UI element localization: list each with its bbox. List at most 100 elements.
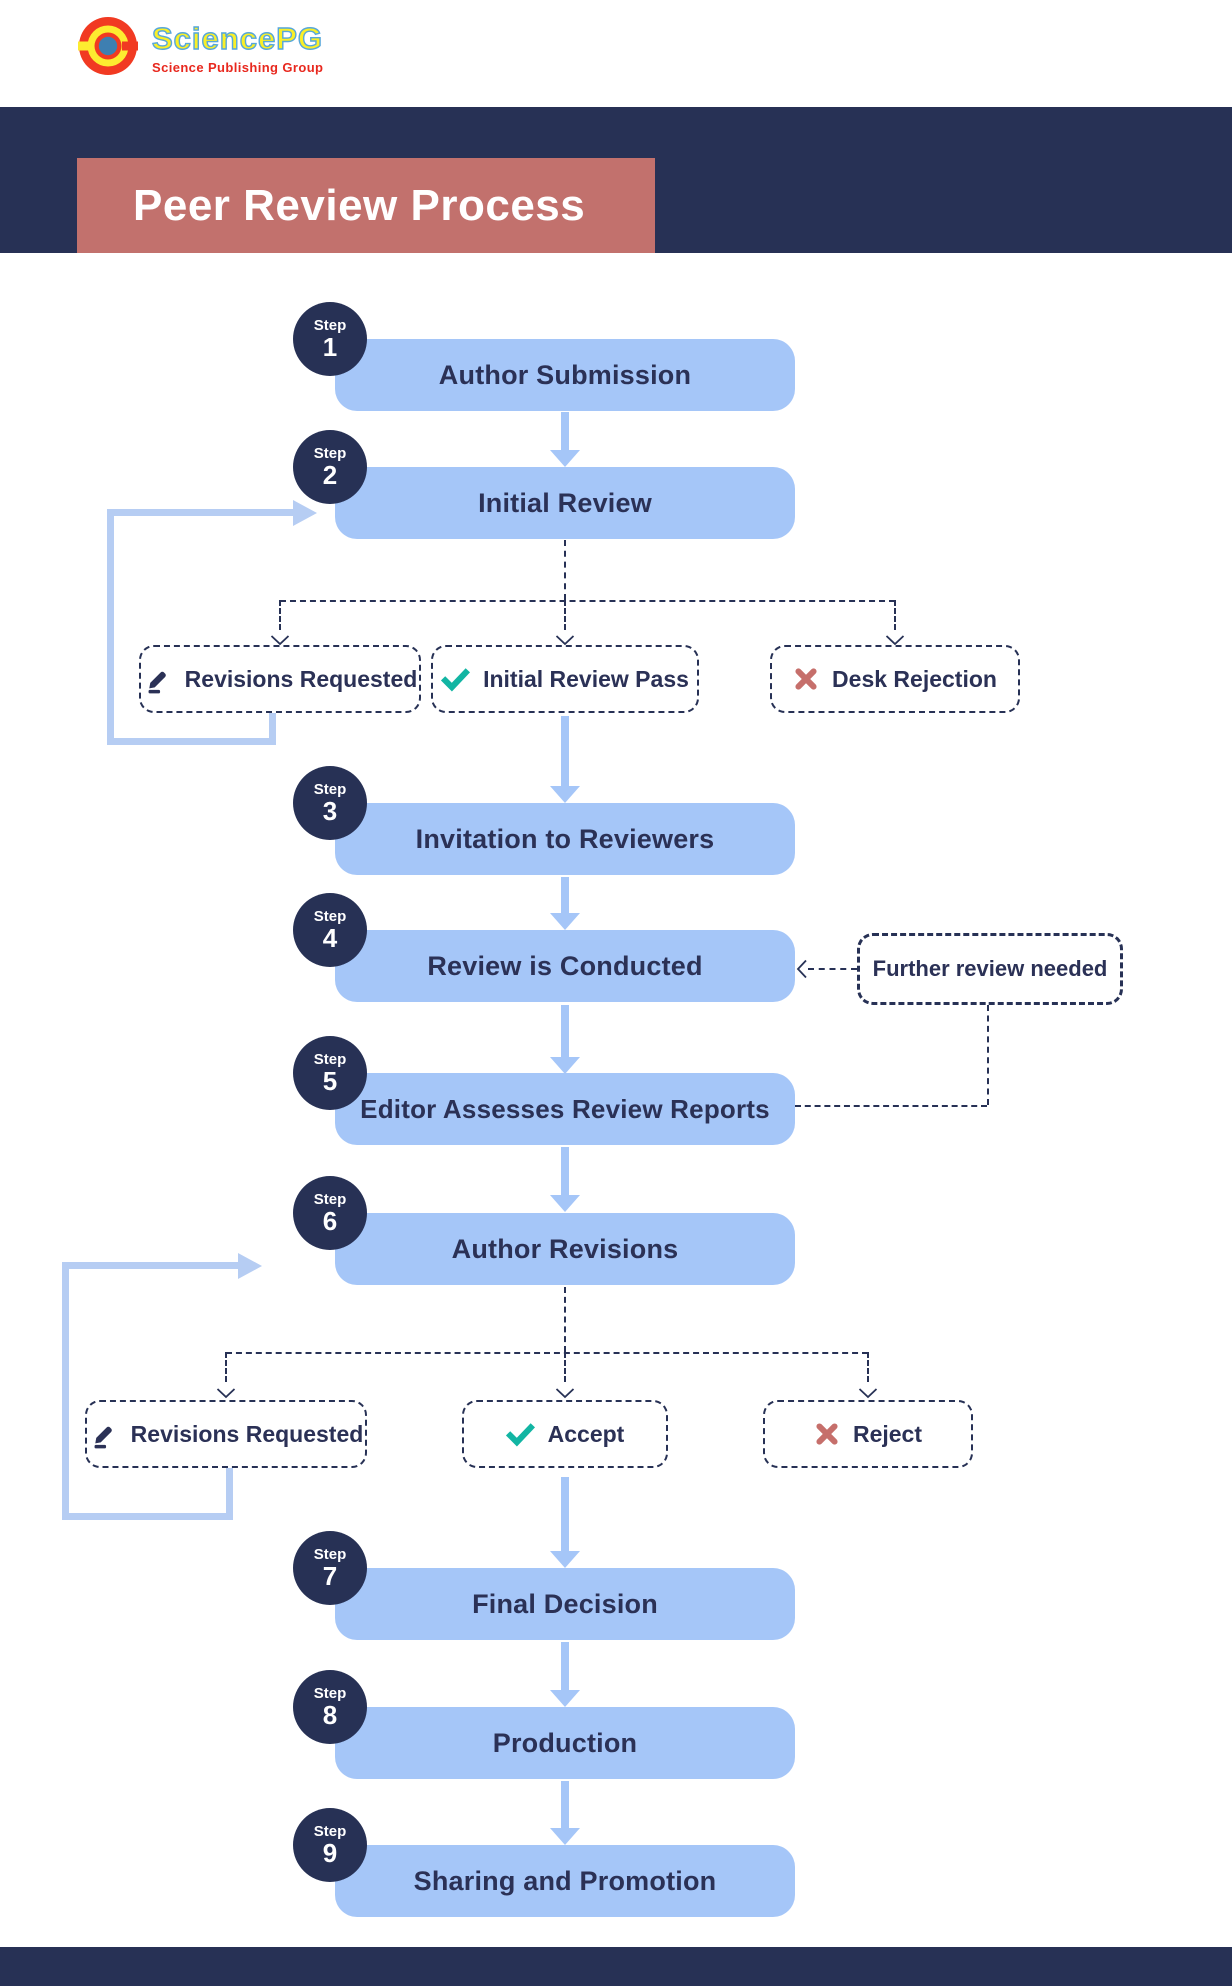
- step-2-number: 2: [322, 459, 338, 490]
- step-9-badge: Step 9: [293, 1808, 367, 1882]
- chevron-down-icon: [555, 1386, 575, 1404]
- outcome-label: Reject: [852, 1420, 923, 1447]
- step-1-badge-word: Step: [313, 316, 347, 334]
- pencil-icon: [143, 665, 172, 694]
- step-3-box: Invitation to Reviewers: [335, 803, 795, 875]
- outcome-accept: Accept: [462, 1400, 668, 1468]
- feedback-loop-2-drop: [226, 1468, 233, 1520]
- connector-note-drop: [987, 1005, 989, 1105]
- x-icon: [793, 666, 819, 692]
- feedback-loop-1-vertical: [107, 509, 114, 745]
- arrow-step8-step9: [561, 1781, 569, 1828]
- note-label: Further review needed: [872, 956, 1108, 981]
- step-8-badge: Step 8: [293, 1670, 367, 1744]
- step-9-box: Sharing and Promotion: [335, 1845, 795, 1917]
- header-bar: SciencePG Science Publishing Group: [0, 0, 1232, 107]
- arrowhead-step5-step6: [550, 1195, 580, 1212]
- step-3-label: Invitation to Reviewers: [415, 823, 715, 854]
- arrow-accept-step7: [561, 1477, 569, 1551]
- arrowhead-step1-step2: [550, 450, 580, 467]
- outcome-reject: Reject: [763, 1400, 973, 1468]
- step-7-badge-word: Step: [313, 1545, 347, 1563]
- arrow-step7-step8: [561, 1642, 569, 1690]
- arrowhead-step7-step8: [550, 1690, 580, 1707]
- arrow-step3-step4: [561, 877, 569, 913]
- x-icon: [814, 1421, 840, 1447]
- step-8-label: Production: [492, 1727, 638, 1758]
- feedback-loop-2-arrowhead: [238, 1253, 262, 1279]
- connector-split1-bar: [280, 600, 895, 602]
- step-2-label: Initial Review: [478, 487, 652, 518]
- connector-split2-drop-left: [225, 1352, 227, 1382]
- step-2-badge-word: Step: [313, 444, 347, 462]
- step-2-badge: Step 2: [293, 430, 367, 504]
- step-8-number: 8: [322, 1699, 338, 1730]
- title-banner: Peer Review Process: [0, 107, 1232, 253]
- step-5-label: Editor Assesses Review Reports: [360, 1093, 770, 1124]
- feedback-loop-1-bottom: [114, 738, 276, 745]
- arrow-step4-step5: [561, 1005, 569, 1057]
- step-7-number: 7: [322, 1560, 338, 1591]
- step-6-badge: Step 6: [293, 1176, 367, 1250]
- step-1-label: Author Submission: [438, 359, 692, 390]
- sciencepg-logo-icon: [78, 16, 138, 81]
- step-1-badge: Step 1: [293, 302, 367, 376]
- footer-bar: [0, 1947, 1232, 1986]
- connector-split2-bar: [226, 1352, 868, 1354]
- outcome-revisions-requested-1: Revisions Requested: [139, 645, 421, 713]
- connector-split1-drop-left: [279, 600, 281, 630]
- connector-split2-stem: [564, 1287, 566, 1352]
- connector-split2-drop-mid: [564, 1352, 566, 1382]
- connector-split1-drop-right: [894, 600, 896, 630]
- feedback-loop-1-arrowhead: [293, 500, 317, 526]
- step-9-label: Sharing and Promotion: [413, 1865, 717, 1896]
- arrow-step5-step6: [561, 1147, 569, 1195]
- step-5-number: 5: [322, 1065, 338, 1096]
- feedback-loop-2-vertical: [62, 1262, 69, 1520]
- sciencepg-logo: SciencePG Science Publishing Group: [78, 16, 323, 81]
- step-3-badge-word: Step: [313, 780, 347, 798]
- logo-tagline: Science Publishing Group: [152, 60, 324, 75]
- outcome-label: Revisions Requested: [184, 665, 418, 692]
- arrow-pass-step3: [561, 716, 569, 786]
- chevron-down-icon: [858, 1386, 878, 1404]
- chevron-down-icon: [885, 633, 905, 651]
- outcome-desk-rejection: Desk Rejection: [770, 645, 1020, 713]
- step-9-badge-word: Step: [313, 1822, 347, 1840]
- step-7-label: Final Decision: [472, 1588, 658, 1619]
- step-4-box: Review is Conducted: [335, 930, 795, 1002]
- connector-step5-to-note: [795, 1105, 987, 1107]
- step-7-badge: Step 7: [293, 1531, 367, 1605]
- page-title: Peer Review Process: [133, 180, 586, 230]
- step-6-box: Author Revisions: [335, 1213, 795, 1285]
- arrowhead-step3-step4: [550, 913, 580, 930]
- step-4-label: Review is Conducted: [427, 950, 703, 981]
- chevron-down-icon: [216, 1386, 236, 1404]
- outcome-label: Revisions Requested: [130, 1420, 364, 1447]
- step-6-label: Author Revisions: [451, 1233, 679, 1264]
- arrow-step1-step2: [561, 412, 569, 450]
- step-1-box: Author Submission: [335, 339, 795, 411]
- arrowhead-accept-step7: [550, 1551, 580, 1568]
- chevron-down-icon: [555, 633, 575, 651]
- connector-split2-drop-right: [867, 1352, 869, 1382]
- connector-split1-stem: [564, 540, 566, 600]
- outcome-initial-review-pass: Initial Review Pass: [431, 645, 699, 713]
- logo-wordmark: SciencePG: [151, 21, 323, 56]
- arrowhead-pass-step3: [550, 786, 580, 803]
- feedback-loop-1-drop: [269, 713, 276, 745]
- check-icon: [441, 665, 471, 694]
- chevron-down-icon: [270, 633, 290, 651]
- outcome-revisions-requested-2: Revisions Requested: [85, 1400, 367, 1468]
- step-4-badge-word: Step: [313, 907, 347, 925]
- feedback-loop-1-top: [114, 509, 293, 516]
- outcome-label: Initial Review Pass: [483, 665, 689, 692]
- step-2-box: Initial Review: [335, 467, 795, 539]
- arrowhead-step4-step5: [550, 1057, 580, 1074]
- connector-note-to-step4: [808, 968, 857, 970]
- step-5-badge: Step 5: [293, 1036, 367, 1110]
- step-7-box: Final Decision: [335, 1568, 795, 1640]
- step-5-box: Editor Assesses Review Reports: [335, 1073, 795, 1145]
- step-3-badge: Step 3: [293, 766, 367, 840]
